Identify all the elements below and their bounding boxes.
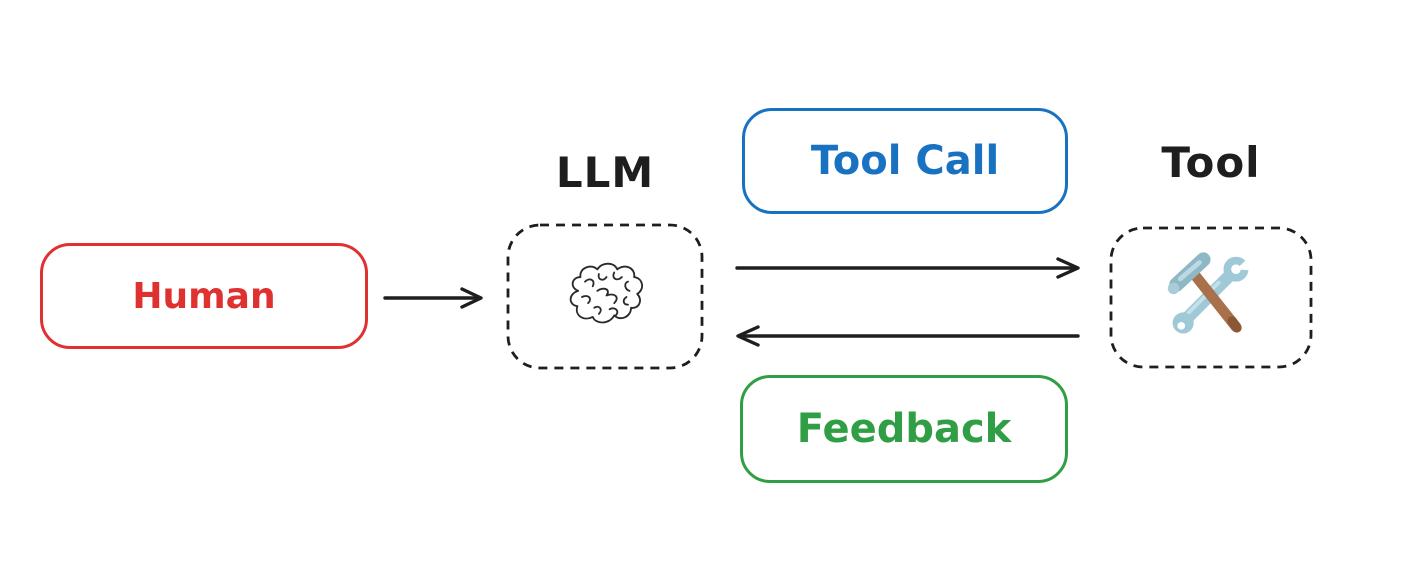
- hammer-wrench-icon: [1163, 250, 1259, 346]
- tool-node: [1109, 226, 1313, 369]
- tool-call-label: Tool Call: [810, 138, 1000, 184]
- feedback-label: Feedback: [796, 406, 1012, 452]
- feedback-badge: Feedback: [740, 375, 1068, 483]
- llm-dashed-frame: [506, 223, 704, 370]
- arrow-llm-to-tool: [735, 257, 1080, 279]
- arrow-tool-to-llm: [736, 325, 1080, 347]
- tool-label: Tool: [1161, 138, 1261, 187]
- brain-icon: [559, 258, 651, 336]
- tool-dashed-frame: [1109, 226, 1313, 369]
- llm-node: [506, 223, 704, 370]
- llm-label: LLM: [555, 148, 655, 197]
- human-node: Human: [40, 243, 368, 349]
- tool-call-badge: Tool Call: [742, 108, 1068, 214]
- arrow-human-to-llm: [383, 287, 483, 309]
- human-label: Human: [132, 275, 276, 317]
